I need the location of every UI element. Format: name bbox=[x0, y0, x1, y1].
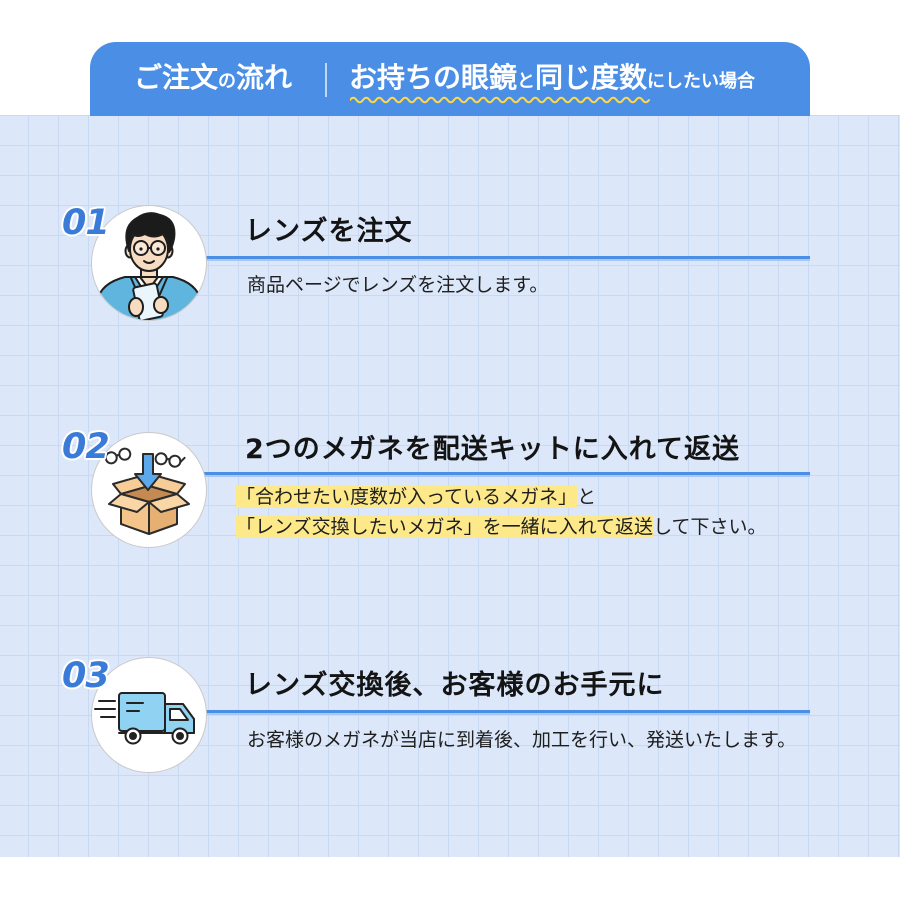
header-tab: ご注文 の 流れ お持ちの眼鏡 と 同じ度数 にしたい場合 bbox=[90, 42, 810, 116]
header-text: ご注文 bbox=[134, 61, 219, 94]
wavy-underline bbox=[350, 96, 650, 104]
header-text: の bbox=[218, 71, 237, 92]
step-title: レンズを注文 bbox=[245, 216, 413, 247]
delivery-truck-icon bbox=[93, 691, 195, 744]
truck-cargo bbox=[117, 691, 166, 732]
glasses-left bbox=[99, 447, 131, 464]
step-title-underline bbox=[200, 710, 810, 715]
description-line: 「合わせたい度数が入っているメガネ」と bbox=[236, 482, 767, 512]
glasses-right bbox=[154, 451, 186, 468]
step-number: 03 bbox=[62, 656, 110, 696]
step-description: お客様のメガネが当店に到着後、加工を行い、発送いたします。 bbox=[247, 729, 797, 751]
highlighted-text: 「レンズ交換したいメガネ」を一緒に入れて返送 bbox=[236, 516, 654, 538]
glasses-into-box-icon bbox=[99, 447, 190, 535]
step-title-underline bbox=[200, 256, 810, 261]
header-text: お持ちの眼鏡 bbox=[349, 61, 518, 94]
hair bbox=[124, 211, 175, 253]
highlighted-text: 「合わせたい度数が入っているメガネ」 bbox=[236, 486, 578, 508]
header-subtitle-same-prescription: お持ちの眼鏡 と 同じ度数 にしたい場合 bbox=[349, 58, 755, 102]
down-arrow bbox=[133, 452, 162, 491]
description-line: 「レンズ交換したいメガネ」を一緒に入れて返送して下さい。 bbox=[236, 512, 767, 542]
step-title: レンズ交換後、お客様のお手元に bbox=[245, 670, 665, 701]
description-text: と bbox=[577, 486, 597, 508]
header-text: と bbox=[517, 71, 536, 92]
header-text: にしたい場合 bbox=[647, 71, 756, 92]
step-description: 商品ページでレンズを注文します。 bbox=[247, 274, 549, 296]
step-illustration-circle bbox=[91, 657, 207, 773]
step-number: 02 bbox=[62, 427, 110, 467]
description-text: して下さい。 bbox=[653, 516, 767, 538]
wave-line bbox=[350, 96, 650, 104]
header-title-order-flow: ご注文 の 流れ bbox=[134, 58, 292, 102]
header-divider bbox=[325, 63, 327, 97]
header-text: 流れ bbox=[236, 61, 293, 94]
step-illustration-circle bbox=[91, 432, 207, 548]
step-illustration-circle bbox=[91, 205, 207, 321]
step-title-underline bbox=[200, 472, 810, 477]
step-number: 01 bbox=[62, 203, 110, 243]
header-text: 同じ度数 bbox=[535, 61, 648, 94]
step-title: 2つのメガネを配送キットに入れて返送 bbox=[245, 434, 740, 465]
step-description: 「合わせたい度数が入っているメガネ」と 「レンズ交換したいメガネ」を一緒に入れて… bbox=[236, 482, 767, 542]
person-with-phone-icon bbox=[92, 211, 206, 320]
